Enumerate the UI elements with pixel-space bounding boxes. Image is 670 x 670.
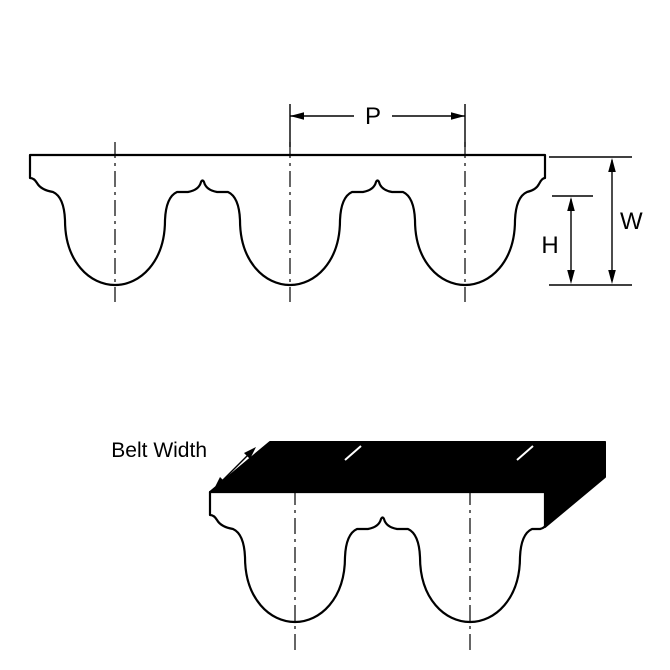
width-label: W [620,208,643,235]
belt-width-label: Belt Width [111,439,207,462]
arrowhead-down [608,270,616,284]
pitch-label: P [365,103,381,130]
cross-section-view: P W H [28,103,643,302]
arrowhead-right [451,112,465,120]
belt-top-face [209,441,606,493]
arrowhead-down [567,270,575,284]
tooth-gap-tick [516,445,534,461]
extension-line [549,156,632,286]
dimension-line [220,453,250,483]
belt-front-profile [208,490,547,624]
arrowhead-up [567,197,575,211]
belt-width-dimension: Belt Width [111,439,256,489]
belt-profile [28,153,547,287]
pitch-dimension: P [289,103,466,147]
perspective-view: Belt Width [111,439,606,655]
arrowhead-upper [244,447,256,459]
arrowhead-up [608,158,616,172]
height-label: H [541,232,558,259]
extension-line [289,104,466,147]
height-dimension: H [541,195,593,284]
tooth-gap-tick [344,445,362,461]
width-dimension: W [549,156,643,286]
arrowhead-left [290,112,304,120]
arrowhead-lower [214,477,226,489]
